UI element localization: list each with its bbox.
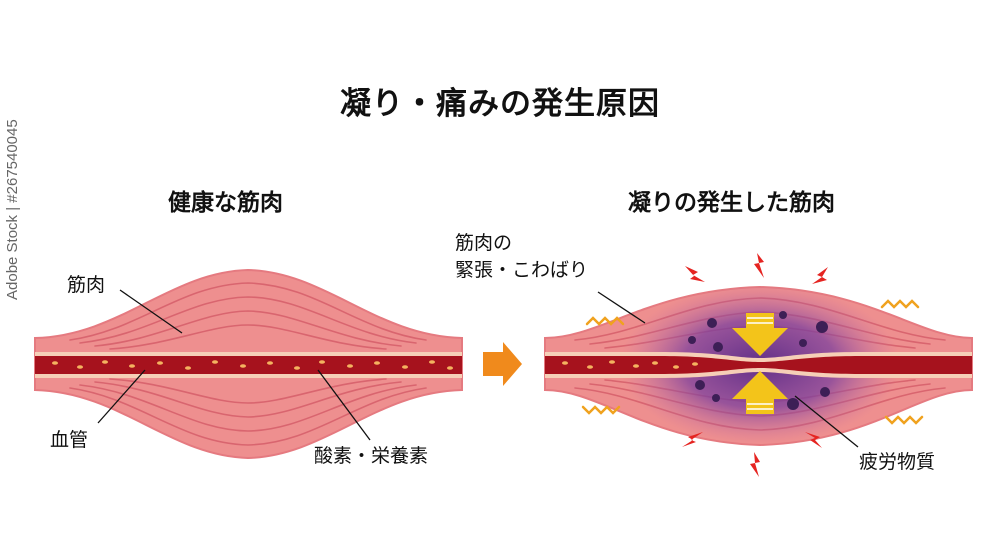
vibration-wave-icon [581, 299, 924, 425]
stiff-muscle [544, 285, 973, 448]
healthy-muscle [34, 268, 463, 460]
label-muscle: 筋肉 [67, 274, 106, 296]
stock-id-text: Adobe Stock | #267540045 [4, 119, 21, 300]
label-tension-line1: 筋肉の [455, 232, 513, 254]
constricted-blood-vessel [545, 356, 972, 374]
label-fatigue-substance: 疲労物質 [859, 451, 936, 473]
nutrient-dots [52, 360, 453, 370]
fatigue-particle-icon [688, 311, 830, 410]
stiff-muscle-heading: 凝りの発生した筋肉 [628, 190, 835, 216]
label-blood-vessel: 血管 [50, 429, 89, 451]
healthy-muscle-fibers [69, 282, 427, 446]
right-leader-lines [597, 291, 859, 448]
nutrient-dots-right [562, 360, 698, 369]
transition-arrow-icon [483, 342, 522, 386]
healthy-leader-lines [97, 289, 371, 441]
pain-spark-icon [682, 253, 828, 477]
diagram-title: 凝り・痛みの発生原因 [340, 86, 660, 122]
healthy-blood-vessel [35, 356, 462, 374]
label-tension-line2: 緊張・こわばり [455, 259, 589, 281]
compression-arrow-icon [732, 313, 788, 414]
label-oxygen-nutrients: 酸素・栄養素 [314, 445, 429, 467]
healthy-muscle-heading: 健康な筋肉 [168, 190, 283, 216]
